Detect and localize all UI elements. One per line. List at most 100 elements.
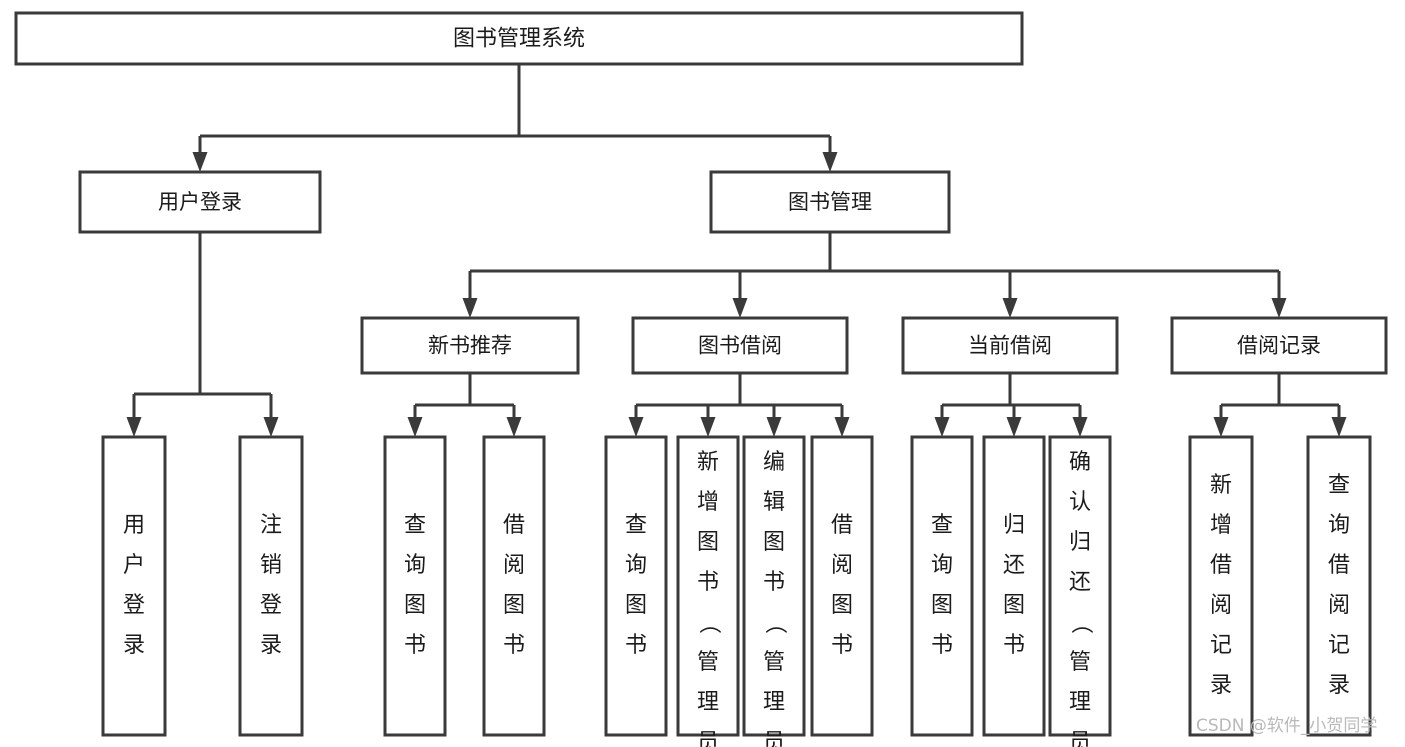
leaf-2-查询图书-char: 询	[404, 553, 426, 578]
node-图书借阅[interactable]: 图书借阅	[631, 316, 849, 375]
leaf-9-归还图书-box[interactable]	[982, 435, 1046, 737]
l3-2-to-leaf-1-arrowhead	[1006, 417, 1022, 437]
leaf-9-归还图书-char: 图	[1003, 593, 1025, 618]
leaf-3-借阅图书-char: 阅	[503, 553, 525, 578]
l3-2-to-leaf-2-arrowhead	[1072, 417, 1088, 437]
leaf-8-查询图书-char: 询	[931, 553, 953, 578]
node-layer: 图书管理系统用户登录图书管理新书推荐图书借阅当前借阅借阅记录用户登录注销登录查询…	[14, 11, 1388, 747]
leaf-5-新增图书管理员-char: 理	[697, 690, 719, 715]
watermark-layer: CSDN @软件_小贺同学	[1196, 716, 1377, 736]
leaf-6-编辑图书管理员-box[interactable]	[742, 435, 806, 737]
node-图书借阅-box[interactable]	[631, 316, 849, 375]
leaf-12-查询借阅记录-char: 借	[1328, 553, 1350, 578]
leaf-0-用户登录[interactable]: 用户登录	[101, 435, 167, 737]
node-新书推荐-box[interactable]	[360, 316, 580, 375]
bookmgmt-to-l3-2-arrowhead	[1002, 298, 1018, 318]
node-root-label: 图书管理系统	[453, 27, 585, 52]
leaf-7-借阅图书-char: 图	[831, 593, 853, 618]
leaf-10-确认归还管理员-char: （	[1068, 612, 1093, 634]
node-用户登录-box[interactable]	[78, 170, 322, 234]
l3-3-to-leaf-0-arrowhead	[1213, 417, 1229, 437]
leaf-11-新增借阅记录-box[interactable]	[1188, 435, 1254, 737]
leaf-7-借阅图书-char: 借	[831, 513, 853, 538]
leaf-8-查询图书-char: 图	[931, 593, 953, 618]
node-图书管理-box[interactable]	[709, 170, 951, 234]
leaf-7-借阅图书-char: 阅	[831, 553, 853, 578]
leaf-12-查询借阅记录-box[interactable]	[1306, 435, 1372, 737]
node-当前借阅-label: 当前借阅	[968, 334, 1052, 358]
l3-0-to-leaf-0-arrowhead	[407, 417, 423, 437]
leaf-1-注销登录-char: 登	[260, 593, 282, 618]
node-用户登录[interactable]: 用户登录	[78, 170, 322, 234]
leaf-2-查询图书-char: 图	[404, 593, 426, 618]
leaf-10-确认归还管理员-box[interactable]	[1048, 435, 1112, 737]
bookmgmt-to-l3-3-arrowhead	[1271, 298, 1287, 318]
node-图书管理-label: 图书管理	[788, 190, 872, 214]
leaf-2-查询图书-char: 查	[404, 513, 426, 538]
node-当前借阅-box[interactable]	[901, 316, 1119, 375]
leaf-5-新增图书管理员-box[interactable]	[676, 435, 740, 737]
leaf-0-用户登录-box[interactable]	[101, 435, 167, 737]
leaf-2-查询图书-box[interactable]	[383, 435, 447, 737]
node-root[interactable]: 图书管理系统	[14, 11, 1024, 66]
node-新书推荐[interactable]: 新书推荐	[360, 316, 580, 375]
node-用户登录-label: 用户登录	[158, 190, 242, 214]
leaf-11-新增借阅记录-char: 借	[1210, 553, 1232, 578]
l3-2-to-leaf-0-arrowhead	[934, 417, 950, 437]
leaf-6-编辑图书管理员-char: 编	[763, 450, 785, 475]
node-借阅记录[interactable]: 借阅记录	[1170, 316, 1388, 375]
leaf-1-注销登录-char: 录	[260, 633, 282, 658]
leaf-10-确认归还管理员-char: 员	[1069, 730, 1091, 747]
leaf-4-查询图书-char: 查	[625, 513, 647, 538]
root-to-l2-1-arrowhead	[822, 152, 838, 172]
userlogin-to-leaf-1-arrowhead	[263, 417, 279, 437]
leaf-10-确认归还管理员-char: 归	[1069, 530, 1091, 555]
leaf-6-编辑图书管理员-char: （	[762, 612, 787, 634]
leaf-11-新增借阅记录-char: 新	[1210, 473, 1232, 498]
root-to-l2-0-arrowhead	[192, 152, 208, 172]
l3-3-to-leaf-1-arrowhead	[1331, 417, 1347, 437]
leaf-3-借阅图书-box[interactable]	[482, 435, 546, 737]
node-当前借阅[interactable]: 当前借阅	[901, 316, 1119, 375]
l3-1-to-leaf-3-arrowhead	[834, 417, 850, 437]
leaf-8-查询图书-box[interactable]	[910, 435, 974, 737]
leaf-1-注销登录-box[interactable]	[238, 435, 304, 737]
leaf-2-查询图书-char: 书	[404, 633, 426, 658]
leaf-10-确认归还管理员-char: 认	[1069, 490, 1091, 515]
leaf-3-借阅图书-char: 书	[503, 633, 525, 658]
leaf-7-借阅图书-box[interactable]	[810, 435, 874, 737]
leaf-0-用户登录-char: 用	[123, 513, 145, 538]
leaf-6-编辑图书管理员-char: 图	[763, 530, 785, 555]
userlogin-to-leaf-0-arrowhead	[126, 417, 142, 437]
leaf-4-查询图书-box[interactable]	[604, 435, 668, 737]
node-借阅记录-label: 借阅记录	[1237, 334, 1321, 358]
leaf-6-编辑图书管理员-char: 理	[763, 690, 785, 715]
l3-1-to-leaf-0-arrowhead	[628, 417, 644, 437]
leaf-5-新增图书管理员-char: 图	[697, 530, 719, 555]
leaf-12-查询借阅记录-char: 录	[1328, 673, 1350, 698]
leaf-5-新增图书管理员-char: 增	[697, 490, 719, 515]
leaf-11-新增借阅记录-char: 阅	[1210, 593, 1232, 618]
node-root-box[interactable]	[14, 11, 1024, 66]
node-图书管理[interactable]: 图书管理	[709, 170, 951, 234]
leaf-1-注销登录-char: 注	[260, 513, 282, 538]
leaf-1-注销登录-char: 销	[260, 553, 282, 578]
leaf-12-查询借阅记录-char: 询	[1328, 513, 1350, 538]
bookmgmt-to-l3-0-arrowhead	[462, 298, 478, 318]
leaf-5-新增图书管理员-char: 员	[697, 730, 719, 747]
leaf-10-确认归还管理员-char: 理	[1069, 690, 1091, 715]
node-借阅记录-box[interactable]	[1170, 316, 1388, 375]
